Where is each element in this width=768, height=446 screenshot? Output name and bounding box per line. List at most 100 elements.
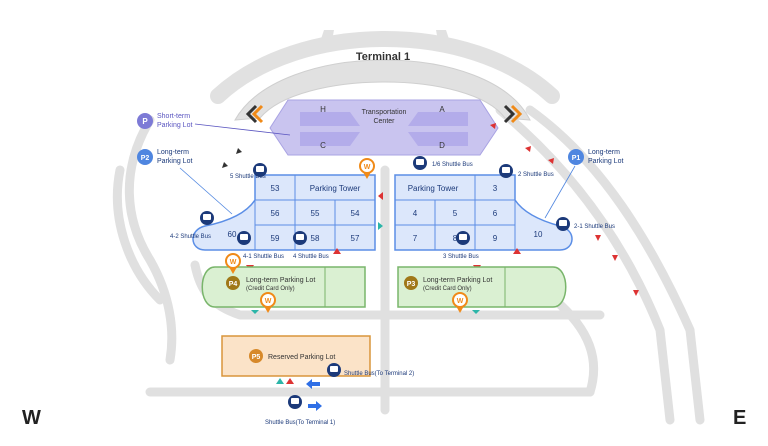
short-term-line2: Parking Lot: [157, 122, 192, 129]
zone-d: D: [439, 141, 445, 150]
shuttle-pin-4[interactable]: 4 Shuttle Bus: [293, 231, 329, 260]
svg-text:W: W: [265, 298, 272, 305]
cell-10: 10: [534, 230, 543, 239]
cell-54: 54: [351, 209, 360, 218]
p5-label: Reserved Parking Lot: [268, 354, 335, 361]
cell-53: 53: [271, 184, 280, 193]
p4-line1: Long-term Parking Lot: [246, 277, 315, 284]
wash-icon-p4: W: [260, 292, 276, 313]
p4-lot: P4 Long-term Parking Lot (Credit Card On…: [201, 266, 366, 308]
p3-line2: (Credit Card Only): [423, 286, 472, 292]
car-wash-icons: W W W W: [225, 158, 468, 313]
cell-60: 60: [228, 230, 237, 239]
wash-icon-top: W: [359, 158, 375, 179]
shuttle-label-to-t1: Shuttle Bus(To Terminal 1): [265, 420, 335, 426]
p3-lot: P3 Long-term Parking Lot (Credit Card On…: [397, 266, 567, 308]
cell-3: 3: [493, 184, 498, 193]
shuttle-label-2-1: 2-1 Shuttle Bus: [574, 224, 615, 230]
shuttle-label-5: 5 Shuttle Bus: [230, 174, 266, 180]
p4-badge: [226, 276, 240, 290]
svg-text:W: W: [364, 164, 371, 171]
shuttle-pin-2[interactable]: 2 Shuttle Bus: [499, 164, 554, 178]
east-inner-road: [495, 105, 675, 425]
shuttle-stops: 5 Shuttle Bus 1/6 Shuttle Bus 2 Shuttle …: [170, 156, 615, 426]
zone-c: C: [320, 141, 326, 150]
compass-west: W: [22, 407, 41, 429]
p1-badge: P1: [572, 155, 581, 162]
arrow-right-icon: [308, 401, 322, 411]
cell-9: 9: [493, 234, 498, 243]
shuttle-pin-4-1[interactable]: 4-1 Shuttle Bus: [237, 231, 284, 260]
shuttle-label-4-1: 4-1 Shuttle Bus: [243, 254, 284, 260]
p1-line1: Long-term: [588, 149, 620, 156]
east-ring-road: [525, 105, 705, 425]
cell-56: 56: [271, 209, 280, 218]
shuttle-pin-5[interactable]: 5 Shuttle Bus: [230, 163, 267, 180]
p2-line2: Parking Lot: [157, 158, 192, 165]
transport-center-line1: Transportation: [362, 109, 407, 116]
terminal-building: Terminal 1: [210, 30, 560, 121]
p5-badge: [249, 349, 263, 363]
p4-badge-text: P4: [229, 281, 238, 288]
p4-line2: (Credit Card Only): [246, 286, 295, 292]
shuttle-pin-to-t2[interactable]: Shuttle Bus(To Terminal 2): [327, 363, 414, 377]
legend-p1[interactable]: P1 Long-term Parking Lot: [544, 149, 623, 219]
shuttle-pin-to-t1[interactable]: Shuttle Bus(To Terminal 1): [265, 395, 335, 426]
p2-line1: Long-term: [157, 149, 189, 156]
zone-a: A: [439, 105, 445, 114]
wash-icon-p3: W: [452, 292, 468, 313]
shuttle-label-to-t2: Shuttle Bus(To Terminal 2): [344, 371, 414, 377]
shuttle-label-3: 3 Shuttle Bus: [443, 254, 479, 260]
west-flow-arrows: [222, 148, 242, 168]
svg-text:W: W: [230, 259, 237, 266]
east-parking-tower: Parking Tower 3 4 5 6 7 8 9 10: [394, 174, 573, 251]
west-parking-tower: Parking Tower 53 56 55 54 59 58 57 60: [192, 174, 376, 251]
cell-58: 58: [311, 234, 320, 243]
west-tower-title: Parking Tower: [310, 184, 361, 193]
cell-6: 6: [493, 209, 498, 218]
cell-55: 55: [311, 209, 320, 218]
shuttle-pin-3[interactable]: 3 Shuttle Bus: [443, 231, 479, 260]
legend-p2[interactable]: P2 Long-term Parking Lot: [137, 149, 233, 215]
p3-badge-text: P3: [407, 281, 416, 288]
shuttle-label-4: 4 Shuttle Bus: [293, 254, 329, 260]
zone-h: H: [320, 105, 326, 114]
p3-badge: [404, 276, 418, 290]
cell-57: 57: [351, 234, 360, 243]
east-link-road: [550, 295, 599, 397]
west-outer-road: [112, 165, 165, 305]
p2-badge: P2: [141, 155, 150, 162]
svg-text:W: W: [457, 298, 464, 305]
legend-short-term[interactable]: P Short-term Parking Lot: [137, 113, 291, 136]
cell-59: 59: [271, 234, 280, 243]
shuttle-pin-4-2[interactable]: 4-2 Shuttle Bus: [170, 211, 214, 240]
terminal-label: Terminal 1: [356, 51, 410, 63]
cell-4: 4: [413, 209, 418, 218]
west-chevrons-icon: [245, 104, 264, 124]
compass-east: E: [733, 407, 746, 429]
p3-line1: Long-term Parking Lot: [423, 277, 492, 284]
p5-badge-text: P5: [252, 354, 261, 361]
transport-center-line2: Center: [373, 118, 395, 125]
wash-icon-p4-left: W: [225, 253, 241, 274]
east-chevrons-icon: [503, 104, 523, 124]
short-term-line1: Short-term: [157, 113, 190, 120]
west-ring-road: [124, 115, 177, 365]
p1-line2: Parking Lot: [588, 158, 623, 165]
arrow-left-icon: [306, 379, 320, 389]
short-term-badge: P: [142, 117, 148, 126]
shuttle-label-16: 1/6 Shuttle Bus: [432, 162, 473, 168]
shuttle-label-2: 2 Shuttle Bus: [518, 172, 554, 178]
transportation-center: H A C D Transportation Center: [269, 99, 499, 156]
east-tower-title: Parking Tower: [408, 184, 459, 193]
cell-5: 5: [453, 209, 458, 218]
p5-lot: P5 Reserved Parking Lot: [221, 335, 371, 377]
shuttle-label-4-2: 4-2 Shuttle Bus: [170, 234, 211, 240]
traffic-arrows: [490, 123, 639, 296]
cell-7: 7: [413, 234, 418, 243]
shuttle-pin-16[interactable]: 1/6 Shuttle Bus: [413, 156, 473, 170]
p5-markers: [251, 310, 480, 411]
cell-8: 8: [453, 234, 458, 243]
shuttle-pin-2-1[interactable]: 2-1 Shuttle Bus: [556, 217, 615, 231]
